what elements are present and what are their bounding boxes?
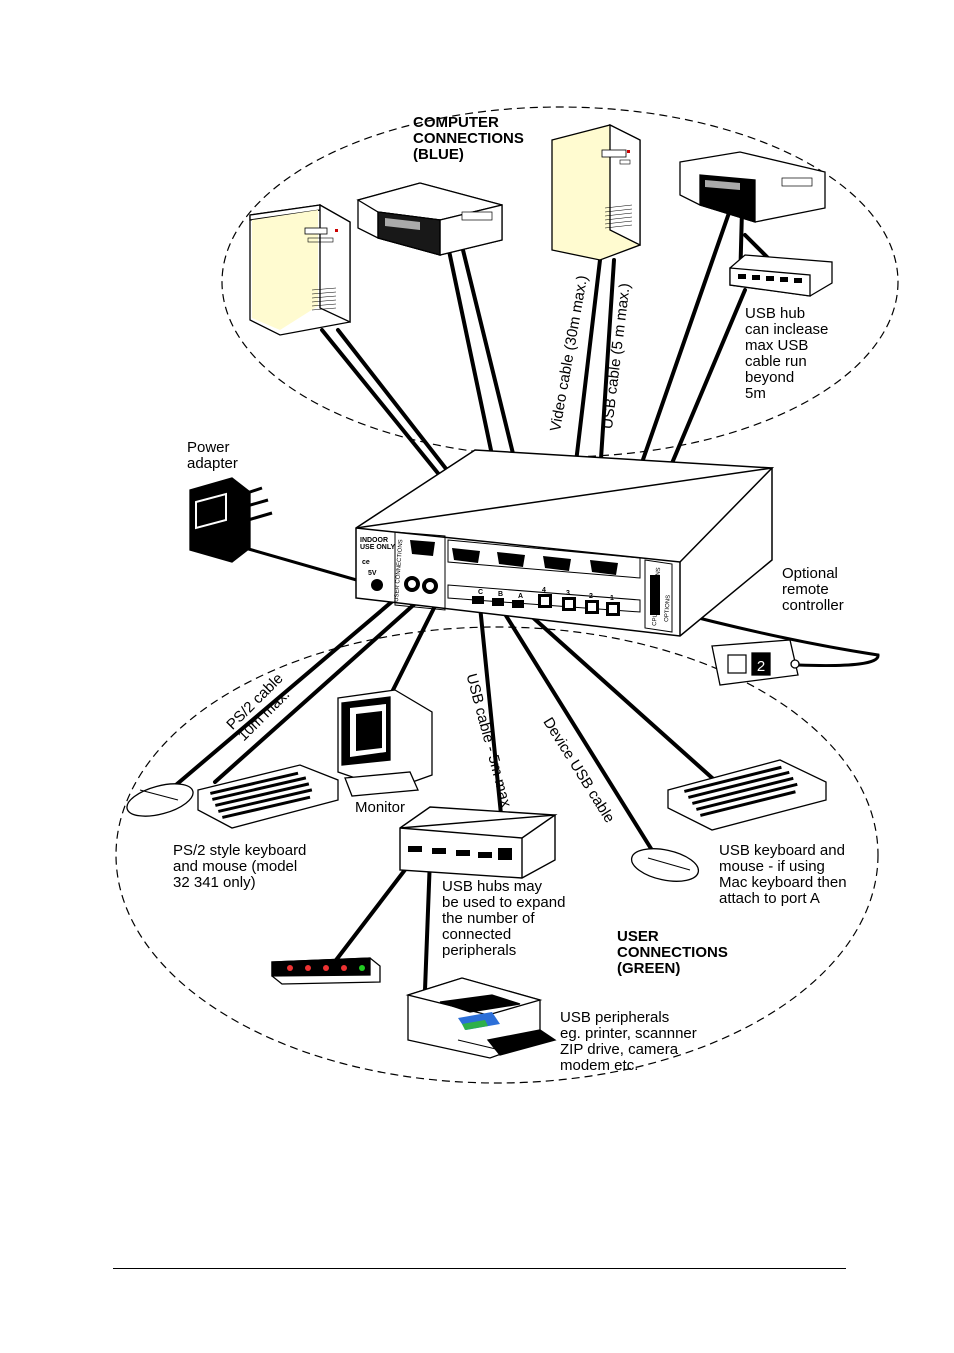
- usb-hub-computer-side: [729, 254, 833, 297]
- remote-display-digit: 2: [757, 658, 765, 675]
- usb-modem: [271, 957, 381, 985]
- monitor: [337, 689, 433, 797]
- cables: [168, 208, 880, 992]
- usb-printer: [405, 977, 557, 1059]
- port-a-label: A: [518, 593, 523, 600]
- usb-peripherals-label: USB peripherals eg. printer, scannner ZI…: [560, 1009, 697, 1074]
- tower-computer-2: [551, 123, 641, 261]
- power-adapter: [189, 477, 273, 563]
- optional-remote-label: Optional remote controller: [782, 565, 844, 614]
- ps2-keyboard-mouse-label: PS/2 style keyboard and mouse (model 32 …: [173, 842, 307, 891]
- port-b-label: B: [498, 591, 503, 598]
- ce-mark: ce: [362, 559, 370, 566]
- voltage-label: 5V: [368, 570, 377, 577]
- ps2-keyboard: [197, 764, 339, 829]
- user-connections-label: USER CONNECTIONS (GREEN): [617, 928, 728, 977]
- user-connections-panel-label: USER CONNECTIONS: [394, 539, 404, 602]
- port-c-label: C: [478, 589, 483, 596]
- ps2-mouse: [126, 783, 194, 817]
- usb-hub-user-side: [399, 806, 558, 879]
- desktop-computer-1: [356, 182, 503, 256]
- cpu-port-1-label: 1: [610, 595, 614, 602]
- usb-mouse: [630, 848, 700, 882]
- computer-connections-boundary: [221, 106, 899, 458]
- kvm-switch: [355, 449, 775, 637]
- cpu-port-2-label: 2: [589, 593, 593, 600]
- tower-computer-1: [249, 203, 351, 336]
- user-connections-boundary: [115, 626, 879, 1084]
- usb-hubs-expand-label: USB hubs may be used to expand the numbe…: [442, 878, 566, 959]
- desktop-computer-2: [679, 151, 826, 223]
- footer-rule: [113, 1268, 846, 1269]
- indoor-use-label: INDOOR USE ONLY: [360, 537, 395, 551]
- usb-keyboard: [667, 759, 827, 831]
- options-panel-label: OPTIONS: [664, 595, 672, 622]
- cpu-port-4-label: 4: [542, 587, 546, 594]
- monitor-label: Monitor: [355, 799, 406, 816]
- cpu-port-3-label: 3: [566, 590, 570, 597]
- cpu-connections-panel-label: CPU CONNECTIONS: [652, 567, 662, 626]
- remote-controller: [711, 639, 800, 686]
- usb-keyboard-mouse-label: USB keyboard and mouse - if using Mac ke…: [719, 842, 847, 907]
- usb-hub-note: USB hub can inclease max USB cable run b…: [745, 305, 829, 402]
- computer-connections-label: COMPUTER CONNECTIONS (BLUE): [413, 114, 524, 163]
- power-adapter-label: Power adapter: [187, 439, 238, 472]
